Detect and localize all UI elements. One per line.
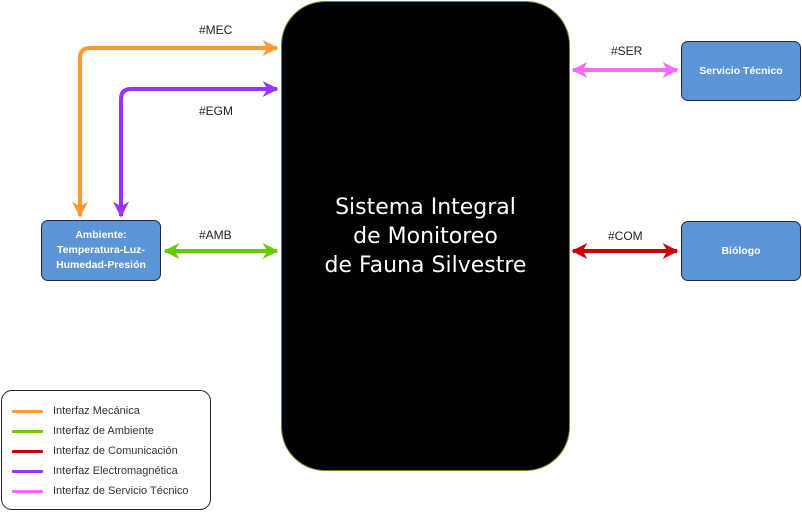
legend-label-electromagnetica: Interfaz Electromagnética [53,465,178,477]
mec-connector [72,40,279,218]
mec-label: #MEC [199,23,233,37]
legend-swatch-comunicacion [12,449,43,453]
ambiente-node: Ambiente: Temperatura-Luz- Humedad-Presi… [41,220,161,281]
biologo-node: Biólogo [681,221,801,281]
legend-label-servicio: Interfaz de Servicio Técnico [53,485,189,497]
legend-swatch-ambiente [12,429,43,433]
amb-label: #AMB [199,228,232,242]
main-system-box: Sistema Integral de Monitoreo de Fauna S… [281,1,570,471]
legend-label-ambiente: Interfaz de Ambiente [53,425,154,437]
ser-label: #SER [611,44,643,58]
legend-label-mecanica: Interfaz Mecánica [53,405,140,417]
main-system-title: Sistema Integral de Monitoreo de Fauna S… [324,194,527,278]
legend-swatch-electromagnetica [12,469,43,473]
legend: Interfaz Mecánica Interfaz de Ambiente I… [1,390,211,510]
servicio-tecnico-node: Servicio Técnico [681,41,801,101]
legend-swatch-servicio [12,489,43,493]
legend-label-comunicacion: Interfaz de Comunicación [53,445,178,457]
com-label: #COM [608,229,643,243]
legend-swatch-mecanica [12,409,43,413]
egm-connector [113,81,279,218]
egm-label: #EGM [199,104,234,118]
